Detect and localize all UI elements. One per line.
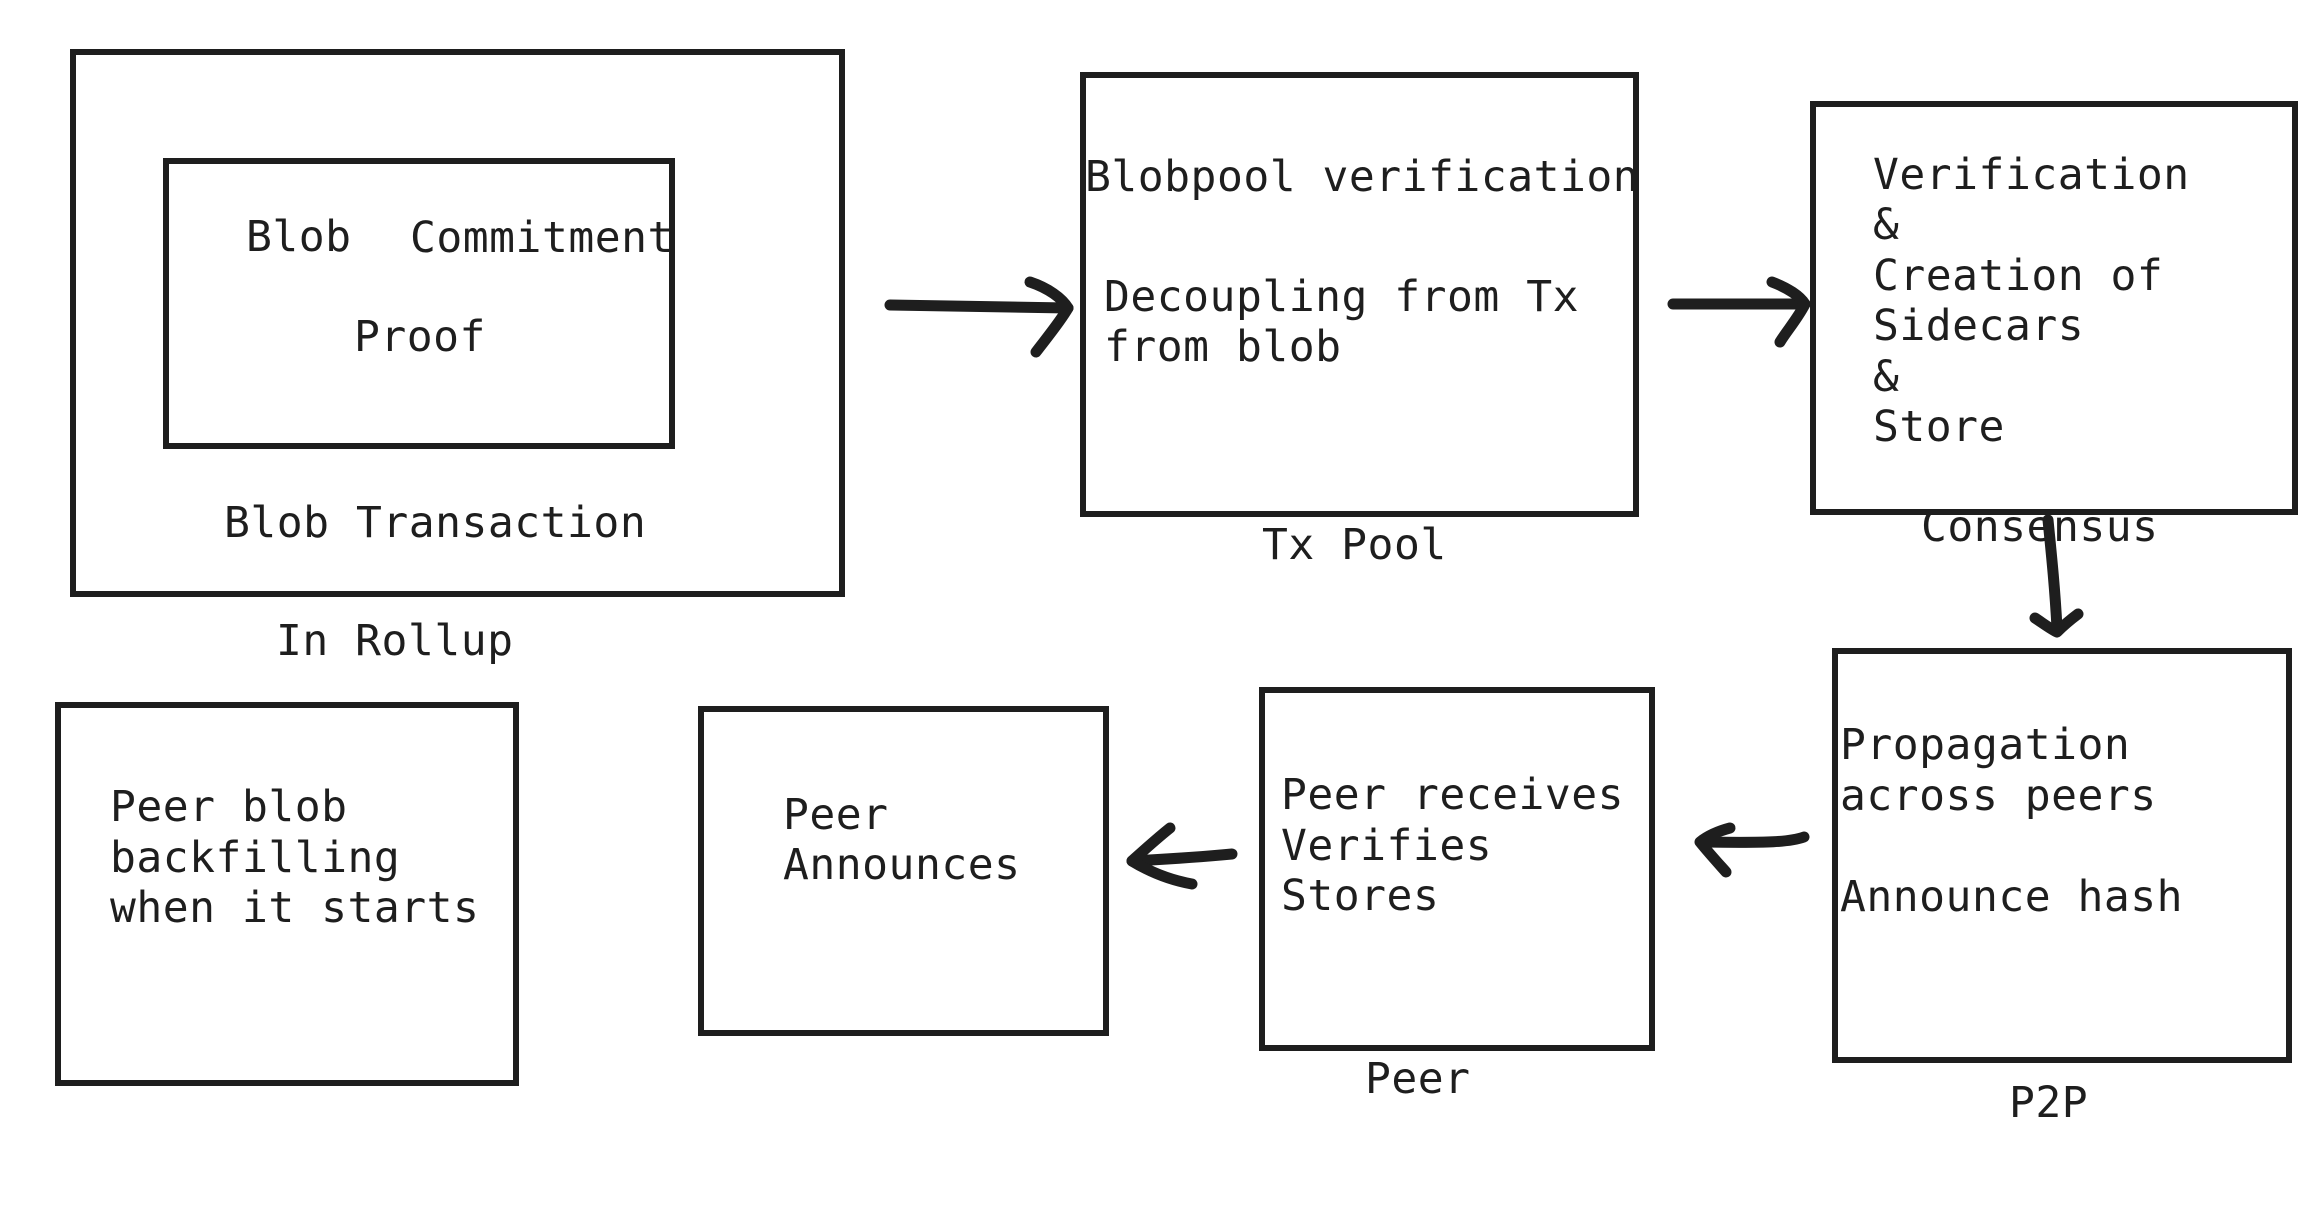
verifies-text: Verifies	[1281, 821, 1493, 871]
blob-text: Blob	[246, 212, 352, 262]
in-rollup-label: In Rollup	[276, 616, 514, 666]
peer-receives-text: Peer receives	[1281, 770, 1625, 820]
commitment-text: Commitment	[410, 213, 674, 263]
blob-transaction-text: Blob Transaction	[224, 498, 647, 548]
p2p-box	[1832, 648, 2292, 1063]
txpool-label: Tx Pool	[1262, 520, 1447, 570]
announces-text: Announces	[783, 840, 1021, 890]
announce-hash-text: Announce hash	[1840, 872, 2184, 922]
peer-label: Peer	[1365, 1054, 1471, 1104]
decoupling-text: Decoupling from Tx	[1104, 272, 1579, 322]
consensus-label: Consensus	[1921, 502, 2159, 552]
propagation-text: Propagation	[1840, 720, 2131, 770]
p2p-label: P2P	[2009, 1078, 2089, 1128]
peer-blob-text: Peer blob	[110, 782, 348, 832]
consensus-box	[1810, 101, 2298, 515]
backfilling-box	[55, 702, 519, 1086]
across-peers-text: across peers	[1840, 771, 2157, 821]
backfilling-text: backfilling	[110, 833, 401, 883]
arrow-p2p-to-peer	[1694, 822, 1810, 878]
arrow-txpool-to-consensus	[1667, 276, 1811, 348]
arrow-rollup-to-txpool	[884, 276, 1074, 358]
blob-transaction-box	[70, 49, 845, 597]
sidecars-text: Sidecars	[1873, 301, 2085, 351]
verification-text: Verification	[1873, 150, 2190, 200]
peer-box	[1259, 687, 1655, 1051]
arrow-peer-to-announces	[1126, 822, 1238, 890]
blob-inner-box	[163, 158, 675, 449]
peer-announces-box	[698, 706, 1109, 1036]
creation-of-text: Creation of	[1873, 251, 2164, 301]
ampersand-2-text: &	[1873, 352, 1900, 402]
ampersand-1-text: &	[1873, 200, 1900, 250]
peer-text: Peer	[783, 790, 889, 840]
blobpool-verification-text: Blobpool verification	[1085, 152, 1640, 202]
arrow-consensus-to-p2p	[2029, 514, 2084, 638]
when-it-starts-text: when it starts	[110, 883, 480, 933]
proof-text: Proof	[354, 312, 486, 362]
stores-text: Stores	[1281, 871, 1440, 921]
from-blob-text: from blob	[1104, 322, 1342, 372]
store-text: Store	[1873, 402, 2005, 452]
txpool-box	[1080, 72, 1639, 517]
